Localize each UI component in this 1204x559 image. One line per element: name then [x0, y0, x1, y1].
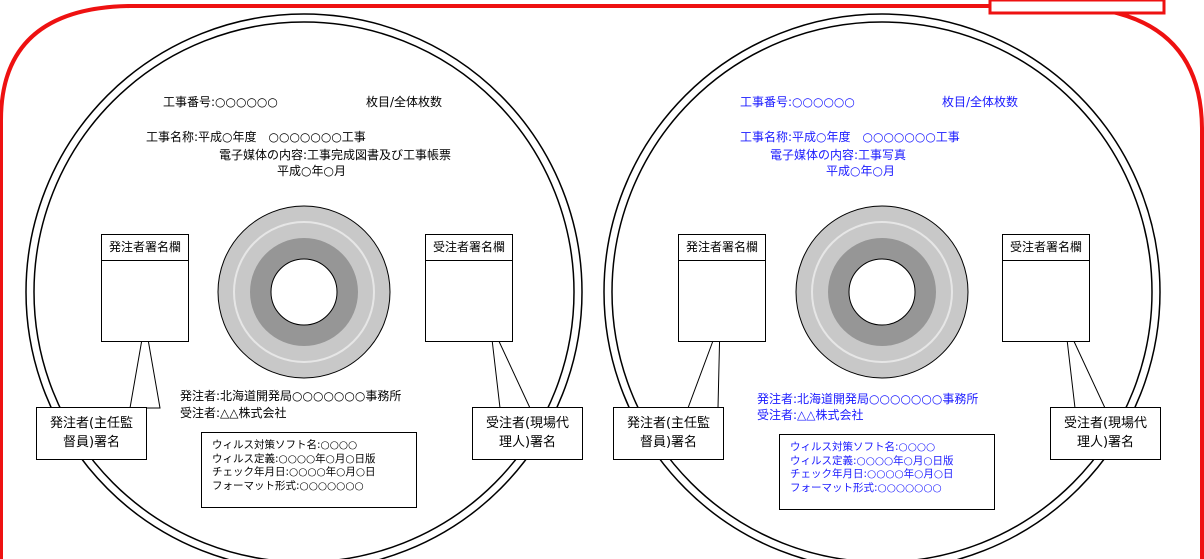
right-center-hole: [848, 258, 916, 326]
right-date: 平成○年○月: [826, 164, 895, 178]
right-virus-definition: ウィルス定義:○○○○年○月○日版: [790, 454, 954, 467]
right-virus-software: ウィルス対策ソフト名:○○○○: [790, 441, 936, 453]
right-check-date: チェック年月日:○○○○年○月○日: [790, 468, 954, 480]
left-orderer: 発注者:北海道開発局○○○○○○○事務所: [180, 389, 402, 403]
left-callout-orderer-line2: 督員)署名: [62, 435, 121, 450]
left-project-name: 工事名称:平成○年度 ○○○○○○○工事: [146, 130, 366, 144]
left-virus-definition: ウィルス定義:○○○○年○月○日版: [212, 452, 376, 465]
left-date: 平成○年○月: [277, 164, 346, 178]
right-project-name: 工事名称:平成○年度 ○○○○○○○工事: [740, 130, 960, 144]
left-callout-contractor-line2: 理人)署名: [498, 435, 557, 450]
left-media-content: 電子媒体の内容:工事完成図書及び工事帳票: [219, 148, 452, 162]
right-callout-contractor: 受注者(現場代 理人)署名: [1050, 407, 1161, 460]
left-contractor-signature-box: 受注者署名欄: [425, 234, 513, 342]
left-orderer-signature-box: 発注者署名欄: [101, 234, 189, 342]
right-orderer: 発注者:北海道開発局○○○○○○○事務所: [757, 392, 979, 406]
right-media-content: 電子媒体の内容:工事写真: [770, 148, 907, 162]
left-callout-contractor-line1: 受注者(現場代: [485, 416, 570, 431]
left-callout-orderer-line1: 発注者(主任監: [49, 416, 134, 431]
right-contractor-signature-title: 受注者署名欄: [1003, 235, 1089, 261]
left-sheet-count: 枚目/全体枚数: [366, 95, 443, 109]
right-orderer-signature-box: 発注者署名欄: [678, 234, 766, 342]
left-center-hole: [270, 258, 338, 326]
red-top-tab: [988, 0, 1166, 15]
left-contractor-signature-title: 受注者署名欄: [426, 235, 512, 261]
left-callout-contractor: 受注者(現場代 理人)署名: [472, 407, 583, 460]
right-callout-contractor-line2: 理人)署名: [1076, 435, 1135, 450]
left-check-date: チェック年月日:○○○○年○月○日: [212, 466, 376, 478]
left-virus-info-box: ウィルス対策ソフト名:○○○○ ウィルス定義:○○○○年○月○日版 チェック年月…: [201, 432, 417, 508]
left-disc: [25, 13, 583, 559]
right-disc: [603, 13, 1161, 559]
right-callout-orderer: 発注者(主任監 督員)署名: [613, 407, 724, 460]
left-format: フォーマット形式:○○○○○○○: [212, 479, 364, 492]
right-callout-orderer-line2: 督員)署名: [639, 435, 698, 450]
right-contractor-signature-box: 受注者署名欄: [1002, 234, 1090, 342]
left-callout-orderer: 発注者(主任監 督員)署名: [36, 407, 147, 460]
right-project-number: 工事番号:○○○○○○: [740, 95, 855, 109]
right-callout-orderer-line1: 発注者(主任監: [626, 416, 711, 431]
right-callout-contractor-line1: 受注者(現場代: [1063, 416, 1148, 431]
right-virus-info-box: ウィルス対策ソフト名:○○○○ ウィルス定義:○○○○年○月○日版 チェック年月…: [779, 434, 995, 510]
left-project-number: 工事番号:○○○○○○: [163, 95, 278, 109]
right-orderer-signature-title: 発注者署名欄: [679, 235, 765, 261]
left-orderer-signature-title: 発注者署名欄: [102, 235, 188, 261]
left-contractor: 受注者:△△株式会社: [180, 406, 287, 420]
right-contractor: 受注者:△△株式会社: [757, 408, 864, 422]
right-format: フォーマット形式:○○○○○○○: [790, 481, 942, 494]
right-sheet-count: 枚目/全体枚数: [942, 95, 1019, 109]
left-virus-software: ウィルス対策ソフト名:○○○○: [212, 439, 358, 451]
